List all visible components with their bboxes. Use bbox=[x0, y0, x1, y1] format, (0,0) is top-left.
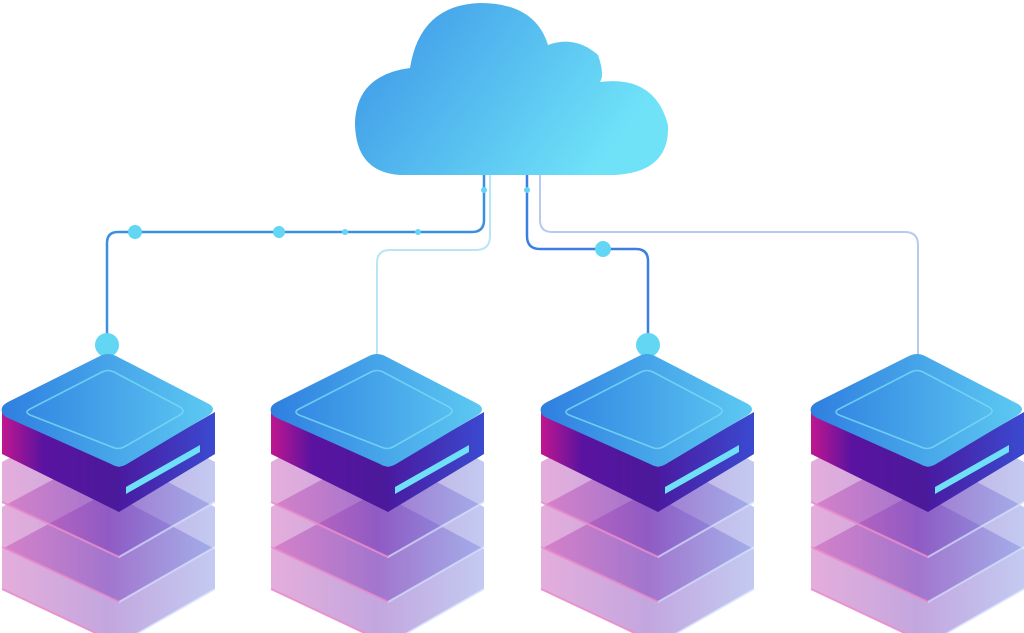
connection-server-1 bbox=[95, 175, 487, 357]
cloud-icon bbox=[355, 3, 669, 175]
server-stack-2 bbox=[271, 354, 484, 633]
connector-dot bbox=[128, 225, 142, 239]
connector-dot bbox=[273, 226, 285, 238]
server-stack-1 bbox=[2, 354, 215, 633]
connection-server-4 bbox=[539, 175, 919, 358]
connector-dot bbox=[481, 187, 487, 193]
connector-dot bbox=[342, 229, 348, 235]
connector-dot bbox=[415, 229, 421, 235]
connector-dot bbox=[95, 333, 119, 357]
connection-server-2 bbox=[376, 175, 491, 358]
server-stack-3 bbox=[541, 354, 754, 633]
connector-dot bbox=[595, 241, 611, 257]
server-stack-4 bbox=[811, 354, 1024, 633]
connector-dot bbox=[524, 187, 530, 193]
connection-server-3 bbox=[524, 175, 660, 357]
connector-dot bbox=[636, 333, 660, 357]
